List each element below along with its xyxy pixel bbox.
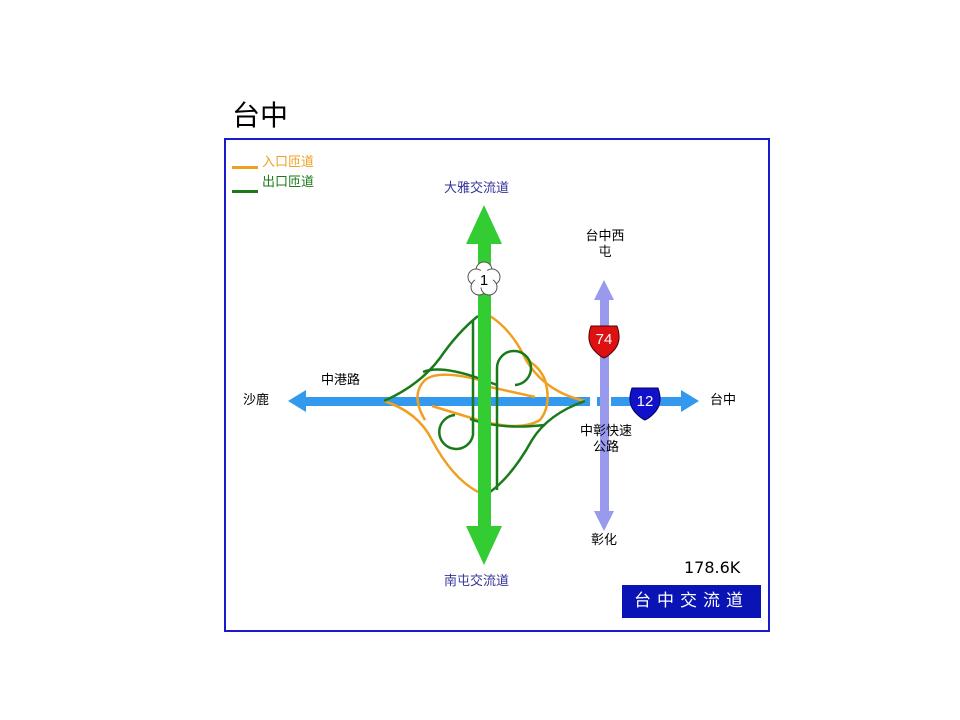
road-label-expressway: 中彰快速公路 bbox=[579, 424, 632, 455]
entrance-ramp bbox=[383, 399, 479, 494]
ramps bbox=[383, 314, 586, 494]
road-label-zhonggang: 中港路 bbox=[321, 373, 361, 388]
freeway-shield-1: 1 bbox=[467, 261, 501, 296]
exit-ramp bbox=[495, 349, 533, 490]
destination-north: 大雅交流道 bbox=[444, 181, 510, 196]
diagram-frame bbox=[224, 138, 770, 632]
destination-south: 南屯交流道 bbox=[444, 574, 510, 589]
svg-text:74: 74 bbox=[596, 331, 613, 348]
arrow-west-icon bbox=[288, 390, 306, 412]
arrow-north-icon bbox=[466, 205, 502, 244]
road-expressway bbox=[594, 280, 614, 531]
legend-entrance-swatch bbox=[232, 166, 258, 169]
provincial-shield-74: 74 bbox=[588, 325, 620, 359]
destination-southeast: 彰化 bbox=[591, 533, 618, 548]
entrance-ramp bbox=[489, 314, 586, 403]
provincial-shield-12: 12 bbox=[629, 387, 661, 421]
arrow-south-icon bbox=[466, 526, 502, 565]
destination-northeast: 台中西屯 bbox=[585, 229, 625, 260]
freeway-national-1 bbox=[466, 205, 502, 565]
arrow-east-icon bbox=[681, 390, 699, 412]
page-title: 台中 bbox=[232, 99, 289, 132]
entrance-ramp bbox=[416, 373, 491, 421]
interchange-name-badge: 台中交流道 bbox=[622, 585, 761, 618]
exit-ramp bbox=[469, 417, 546, 428]
legend-exit-label: 出口匝道 bbox=[262, 175, 315, 190]
destination-west: 沙鹿 bbox=[243, 393, 270, 408]
arrow-north-icon bbox=[594, 280, 614, 300]
exit-ramp bbox=[438, 320, 475, 451]
exit-ramp bbox=[383, 315, 479, 403]
legend-exit-swatch bbox=[232, 190, 258, 193]
exit-ramp bbox=[422, 368, 498, 387]
svg-text:1: 1 bbox=[480, 272, 488, 289]
mileage-label: 178.6K bbox=[684, 558, 741, 577]
entrance-ramp bbox=[431, 404, 479, 422]
arrow-south-icon bbox=[594, 511, 614, 531]
exit-ramp bbox=[489, 399, 586, 494]
svg-text:12: 12 bbox=[637, 393, 654, 410]
legend-entrance-label: 入口匝道 bbox=[262, 155, 315, 170]
destination-east: 台中 bbox=[710, 393, 737, 408]
